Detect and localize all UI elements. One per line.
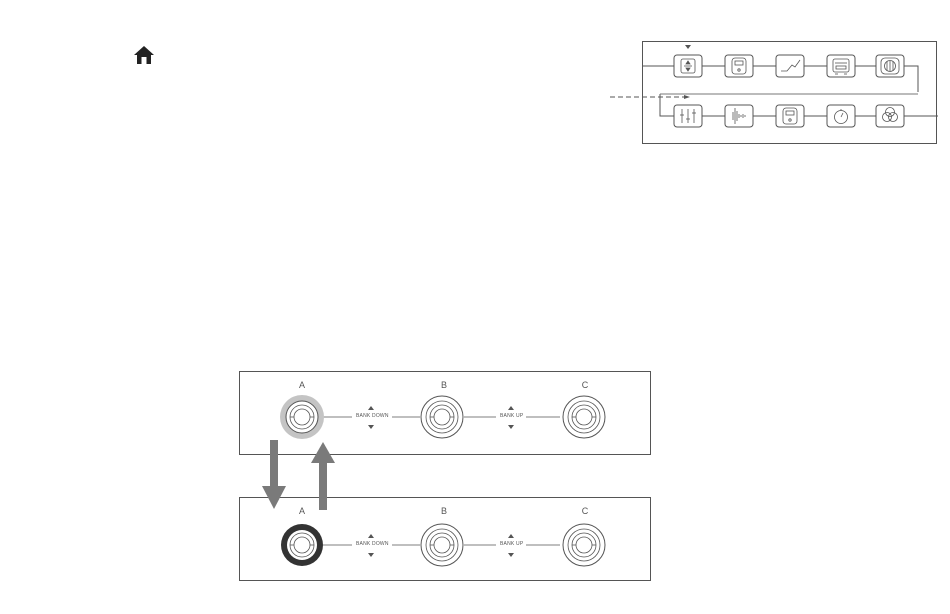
transition-arrows	[250, 440, 350, 510]
footswitch-c[interactable]	[563, 396, 605, 438]
overlap-circles-icon[interactable]	[876, 105, 904, 127]
eq-curve-icon[interactable]	[776, 55, 804, 77]
signal-chain-diagram	[608, 41, 948, 151]
arrow-down-icon	[262, 440, 286, 509]
footswitch-c[interactable]	[563, 524, 605, 566]
footswitch-a[interactable]	[280, 395, 324, 439]
footswitch-b[interactable]	[421, 524, 463, 566]
footswitch-b[interactable]	[421, 396, 463, 438]
footswitch-a[interactable]	[281, 524, 323, 566]
home-icon[interactable]	[133, 45, 155, 65]
arrow-up-icon	[311, 442, 335, 510]
